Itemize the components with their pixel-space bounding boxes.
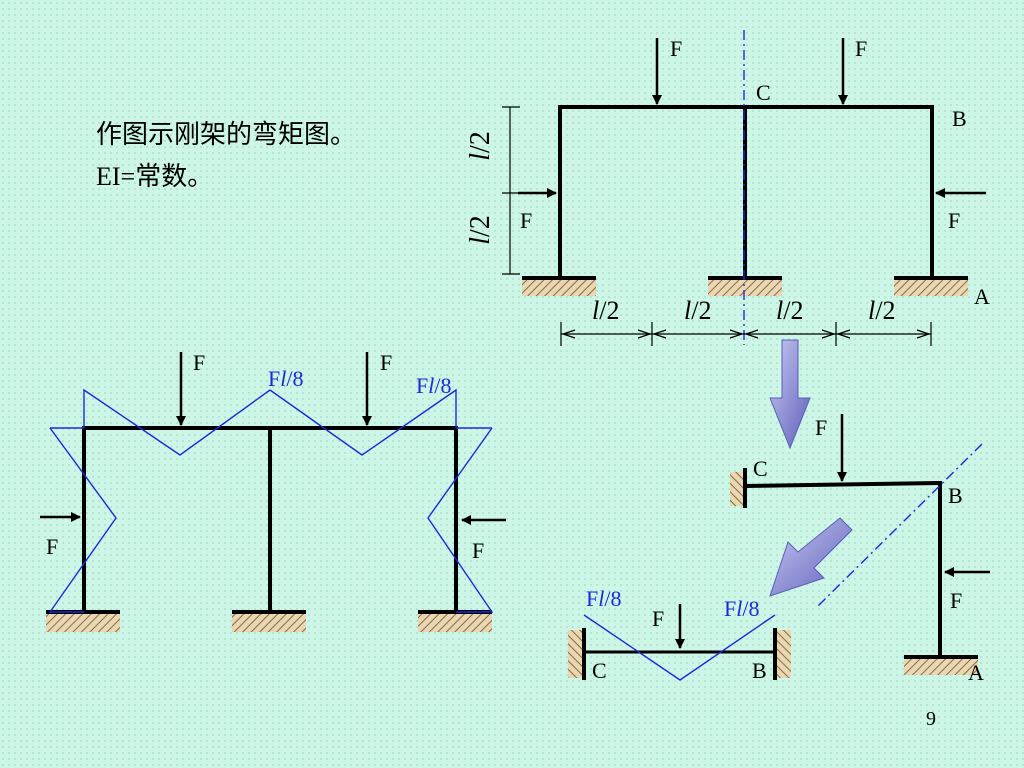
label-force: F [670, 36, 683, 61]
fixed-support-b [777, 630, 791, 678]
half-frame [730, 414, 990, 675]
label-force: F [652, 606, 665, 631]
label-point-c: C [592, 658, 607, 683]
label-point-c: C [756, 80, 771, 105]
label-point-a: A [968, 660, 984, 685]
dimension-label-horizontal: l/2 [684, 296, 712, 325]
diagonal-symmetry-axis [817, 443, 983, 607]
label-force: F [815, 415, 828, 440]
fixed-support-left [522, 278, 596, 296]
label-force: F [520, 208, 533, 233]
transition-arrow-down [769, 339, 811, 450]
dimension-label-vertical: l/2 [464, 131, 496, 161]
moment-label: Fl/8 [586, 586, 622, 611]
moment-curve-beam-left [83, 388, 271, 456]
fixed-support-a [904, 657, 978, 675]
label-force: F [193, 350, 206, 375]
fixed-support-left [46, 612, 120, 632]
label-force: F [472, 538, 485, 563]
dimension-label-horizontal: l/2 [592, 296, 620, 325]
label-point-b: B [752, 658, 767, 683]
label-force: F [950, 588, 963, 613]
fixed-support-middle [232, 612, 306, 632]
label-force: F [948, 208, 961, 233]
moment-curve-left-column [48, 427, 117, 613]
beam-cb [568, 604, 791, 681]
task-line-1: 作图示刚架的弯矩图。 [96, 120, 357, 149]
moment-label: Fl/8 [268, 366, 304, 391]
moment-curve-beam-right [269, 388, 457, 456]
page-number: 9 [926, 708, 936, 730]
dimension-label-vertical: l/2 [464, 215, 496, 245]
moment-label: Fl/8 [724, 596, 760, 621]
transition-arrow-diagonal [769, 517, 853, 597]
label-point-b: B [952, 106, 967, 131]
moment-label: Fl/8 [416, 373, 452, 398]
label-point-a: A [974, 284, 990, 309]
label-point-b: B [948, 483, 963, 508]
task-line-2: EI=常数。 [96, 162, 214, 191]
fixed-support-right [894, 278, 968, 296]
fixed-support-middle [708, 278, 782, 296]
label-force: F [855, 36, 868, 61]
label-force: F [46, 534, 59, 559]
original-frame [502, 30, 986, 346]
moment-curve-beam-cb [583, 614, 776, 681]
moment-diagram-full [40, 352, 506, 632]
fixed-support-c [568, 630, 582, 678]
label-point-c: C [753, 456, 768, 481]
dimension-label-horizontal: l/2 [776, 296, 804, 325]
fixed-support-c [730, 472, 744, 506]
moment-curve-right-column [427, 427, 494, 613]
label-force: F [380, 350, 393, 375]
fixed-support-right [418, 612, 492, 632]
dimension-label-horizontal: l/2 [868, 296, 896, 325]
half-beam [744, 481, 941, 488]
